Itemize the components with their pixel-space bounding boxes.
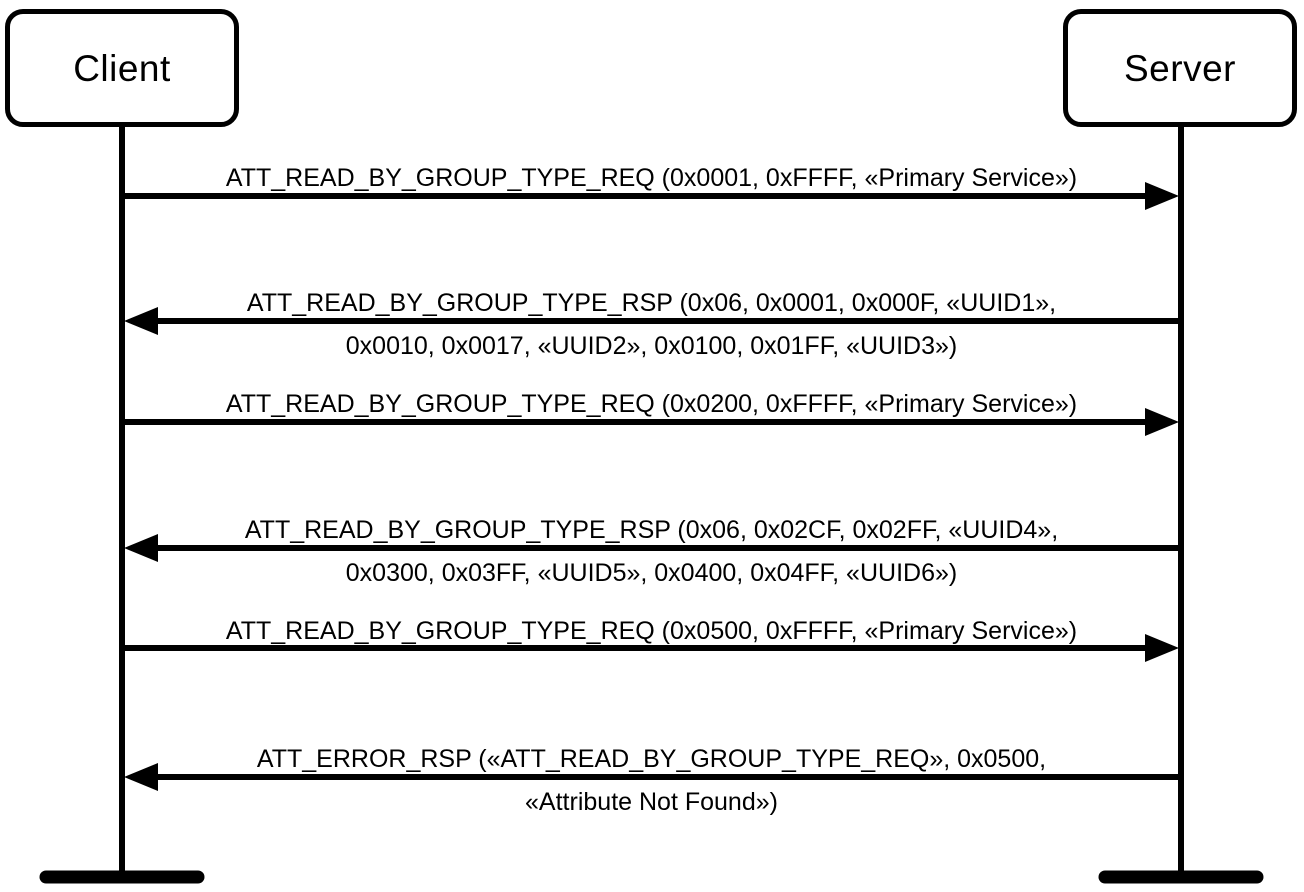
message-2-label-line2: 0x0010, 0x0017, «UUID2», 0x0100, 0x01FF,… [345, 332, 958, 360]
client-label: Client [73, 47, 171, 89]
message-4-arrowhead-left [124, 534, 158, 562]
message-6-label-line2: «Attribute Not Found») [525, 788, 778, 816]
message-3-arrowhead-right [1145, 408, 1179, 436]
client-box: Client [5, 9, 239, 127]
message-4-label-line1: ATT_READ_BY_GROUP_TYPE_RSP (0x06, 0x02CF… [244, 516, 1059, 544]
message-5-arrowhead-right [1145, 634, 1179, 662]
message-4-label-line2: 0x0300, 0x03FF, «UUID5», 0x0400, 0x04FF,… [345, 559, 958, 587]
message-1-label: ATT_READ_BY_GROUP_TYPE_REQ (0x0001, 0xFF… [225, 164, 1078, 192]
message-2-arrowhead-left [124, 307, 158, 335]
message-6-arrowhead-left [124, 763, 158, 791]
server-box: Server [1063, 9, 1297, 127]
message-3-label: ATT_READ_BY_GROUP_TYPE_REQ (0x0200, 0xFF… [225, 390, 1078, 418]
message-6-label-line1: ATT_ERROR_RSP («ATT_READ_BY_GROUP_TYPE_R… [256, 745, 1047, 773]
message-2-label-line1: ATT_READ_BY_GROUP_TYPE_RSP (0x06, 0x0001… [246, 289, 1057, 317]
message-1-arrowhead-right [1145, 182, 1179, 210]
server-label: Server [1124, 47, 1236, 89]
message-5-label: ATT_READ_BY_GROUP_TYPE_REQ (0x0500, 0xFF… [225, 617, 1078, 645]
